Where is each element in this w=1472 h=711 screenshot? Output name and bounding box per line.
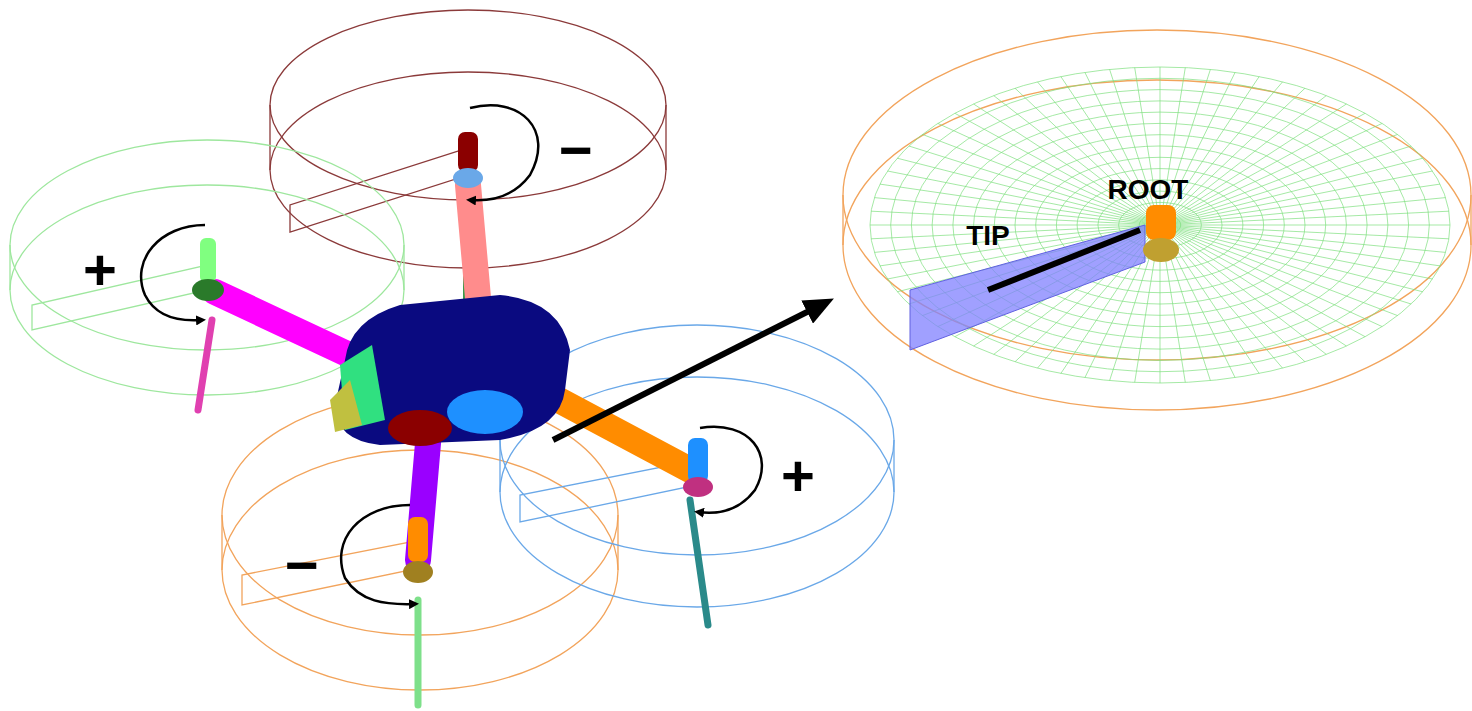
fuselage	[330, 295, 570, 446]
rotation-sign: +	[83, 241, 117, 299]
rotor-mesh-inset	[843, 30, 1471, 410]
rotor-discs	[10, 10, 894, 690]
blade-end-label: ROOT	[1108, 176, 1189, 204]
motor-hubs	[192, 132, 713, 583]
rotation-sign: +	[781, 447, 815, 505]
rotation-sign: −	[285, 536, 319, 594]
landing-legs	[198, 240, 708, 705]
zoom-arrow	[553, 303, 825, 440]
arms	[215, 185, 690, 560]
rotation-sign: −	[559, 121, 593, 179]
blade-end-label: TIP	[966, 222, 1010, 250]
rotation-arrows	[141, 105, 762, 604]
